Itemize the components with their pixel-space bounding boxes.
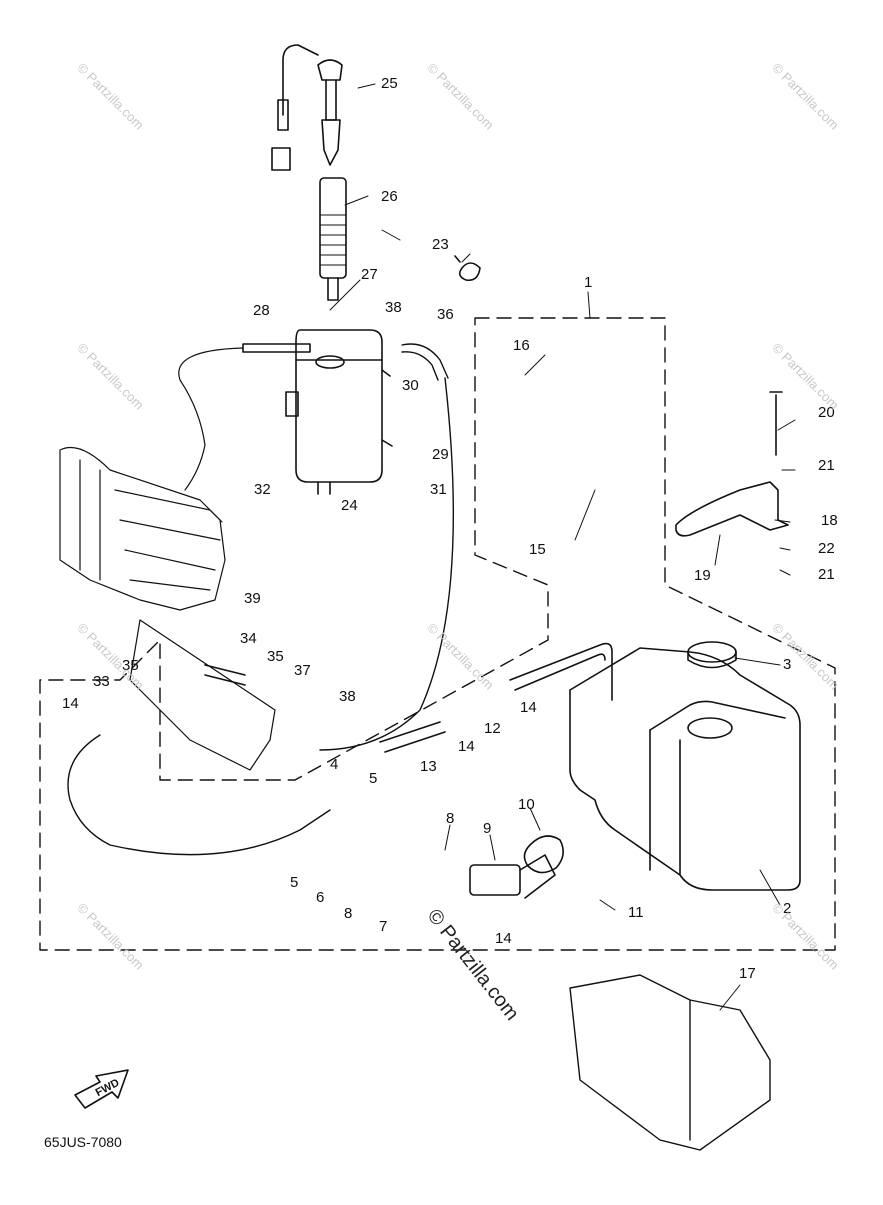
subassembly-1-outline bbox=[39, 317, 836, 951]
callout-38b: 38 bbox=[339, 688, 356, 705]
callout-24: 24 bbox=[341, 497, 358, 514]
callout-34: 34 bbox=[240, 630, 257, 647]
callout-21a: 21 bbox=[818, 457, 835, 474]
part-28-hose bbox=[242, 343, 311, 353]
callout-22: 22 bbox=[818, 540, 835, 557]
callout-33: 33 bbox=[93, 673, 110, 690]
callout-35a: 35 bbox=[122, 657, 139, 674]
part-28-line bbox=[178, 347, 244, 491]
callout-14b: 14 bbox=[458, 738, 475, 755]
part-9-pump bbox=[469, 854, 556, 899]
part-2-tank bbox=[569, 647, 801, 891]
callout-28: 28 bbox=[253, 302, 270, 319]
engine-block bbox=[59, 446, 226, 611]
callout-10: 10 bbox=[518, 796, 535, 813]
callout-17: 17 bbox=[739, 965, 756, 982]
callout-13: 13 bbox=[420, 758, 437, 775]
hull-panel bbox=[129, 619, 276, 771]
callout-14c: 14 bbox=[520, 699, 537, 716]
callout-6: 6 bbox=[316, 889, 325, 906]
callout-27: 27 bbox=[361, 266, 378, 283]
part-23-clip bbox=[454, 255, 481, 282]
callout-14d: 14 bbox=[495, 930, 512, 947]
callout-8a: 8 bbox=[446, 810, 455, 827]
callout-39: 39 bbox=[244, 590, 261, 607]
callout-5a: 5 bbox=[369, 770, 378, 787]
callout-18: 18 bbox=[821, 512, 838, 529]
part-3-cap bbox=[687, 641, 737, 669]
callout-9: 9 bbox=[483, 820, 492, 837]
part-34-hose bbox=[204, 664, 246, 686]
callout-30: 30 bbox=[402, 377, 419, 394]
callout-32: 32 bbox=[254, 481, 271, 498]
callout-2: 2 bbox=[783, 900, 792, 917]
diagram-code: 65JUS-7080 bbox=[44, 1134, 122, 1150]
callout-11: 11 bbox=[628, 904, 644, 921]
part-20-bolt bbox=[769, 391, 783, 456]
tank-feed-hose bbox=[509, 642, 613, 701]
part-36-hose bbox=[319, 343, 455, 751]
callout-21b: 21 bbox=[818, 566, 835, 583]
callout-14a: 14 bbox=[62, 695, 79, 712]
callout-3: 3 bbox=[783, 656, 792, 673]
callout-5b: 5 bbox=[290, 874, 299, 891]
callout-8b: 8 bbox=[344, 905, 353, 922]
callout-20: 20 bbox=[818, 404, 835, 421]
callout-15: 15 bbox=[529, 541, 546, 558]
callout-7: 7 bbox=[379, 918, 388, 935]
callout-23: 23 bbox=[432, 236, 449, 253]
callout-16: 16 bbox=[513, 337, 530, 354]
callout-26: 26 bbox=[381, 188, 398, 205]
callout-19: 19 bbox=[694, 567, 711, 584]
left-hose bbox=[67, 734, 331, 856]
part-26-filter bbox=[319, 177, 347, 301]
part-13-hose bbox=[379, 721, 446, 753]
callout-29: 29 bbox=[432, 446, 449, 463]
part-18-bracket bbox=[675, 481, 789, 537]
callout-1: 1 bbox=[584, 274, 593, 291]
callout-31: 31 bbox=[430, 481, 447, 498]
callout-4: 4 bbox=[330, 756, 339, 773]
callout-35b: 35 bbox=[267, 648, 284, 665]
fwd-arrow-icon bbox=[74, 1069, 129, 1109]
callout-25: 25 bbox=[381, 75, 398, 92]
callout-37: 37 bbox=[294, 662, 311, 679]
part-24-reservoir bbox=[285, 329, 393, 495]
callout-12: 12 bbox=[484, 720, 501, 737]
callout-36: 36 bbox=[437, 306, 454, 323]
part-10-filter bbox=[523, 835, 564, 874]
callout-38a: 38 bbox=[385, 299, 402, 316]
part-17-bracket bbox=[569, 974, 771, 1151]
part-25-fuel-sender bbox=[271, 44, 343, 171]
